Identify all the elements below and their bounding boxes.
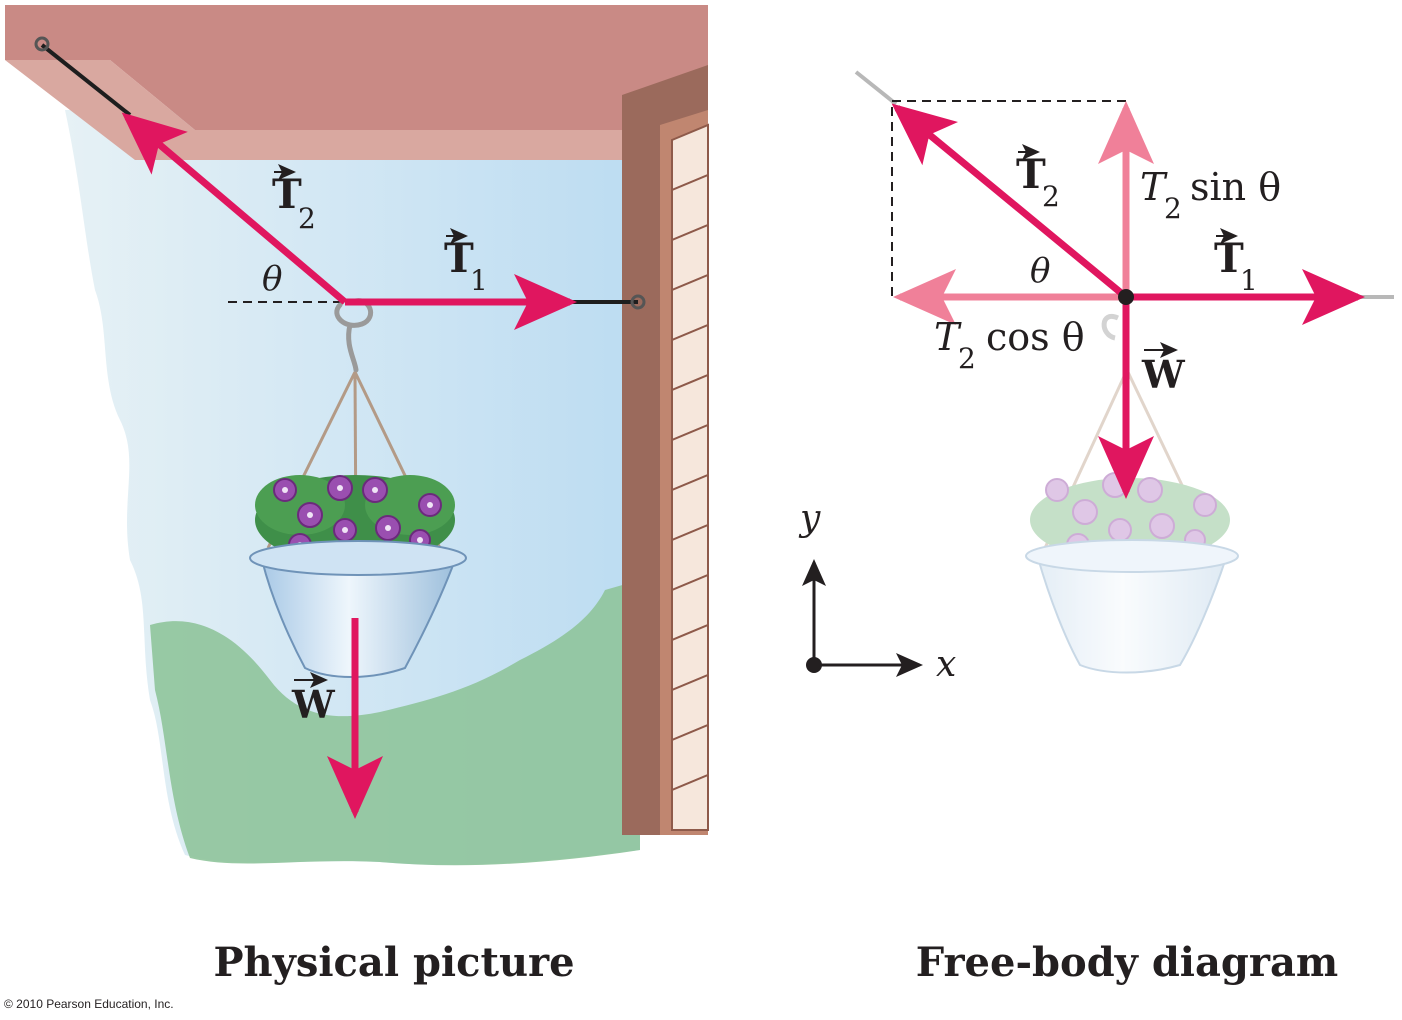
t2-subscript-fbd: 2 (1042, 180, 1060, 213)
t2-cos-symbol: T (934, 315, 962, 359)
t1-subscript-fbd: 1 (1240, 264, 1258, 297)
t2-cos-subscript: 2 (958, 342, 976, 375)
theta-label-fbd: θ (1030, 251, 1050, 291)
label-t2-sin: T 2 sin θ (1140, 165, 1281, 225)
copyright-notice: © 2010 Pearson Education, Inc. (4, 997, 174, 1011)
t2-force-arrow (121, 112, 348, 305)
label-w-fbd: W (1141, 342, 1186, 397)
t2-force-arrow-fbd (891, 103, 1129, 300)
label-t1-left: T 1 (444, 228, 488, 297)
physical-picture-panel: T 2 T 1 θ W (5, 5, 709, 866)
label-t2-cos: T 2 cos θ (934, 315, 1085, 375)
house-wall (622, 65, 709, 835)
grass-shrubs (150, 580, 640, 866)
wall-siding (671, 123, 709, 831)
axis-x-label: x (936, 644, 956, 685)
eye-bolt-wall (630, 294, 646, 310)
component-dashed-box (891, 100, 1126, 297)
t2-cos-text: cos θ (986, 315, 1085, 359)
t2-sin-subscript: 2 (1164, 192, 1182, 225)
faded-basket (1025, 313, 1239, 674)
t1-subscript: 1 (470, 264, 488, 297)
axis-y-label: y (798, 498, 821, 539)
label-t2-fbd: T 2 (1016, 144, 1060, 213)
w-symbol: W (291, 682, 336, 727)
caption-physical-picture: Physical picture (213, 939, 574, 986)
label-t2-left: T 2 (272, 164, 316, 235)
theta-label-left: θ (262, 259, 282, 299)
t2-sin-symbol: T (1140, 165, 1168, 209)
caption-free-body-diagram: Free-body diagram (916, 939, 1338, 986)
eye-bolt-roof (34, 36, 50, 52)
w-symbol-fbd: W (1141, 352, 1186, 397)
t2-subscript: 2 (298, 202, 316, 235)
label-t1-fbd: T 1 (1214, 228, 1258, 297)
t2-sin-text: sin θ (1190, 165, 1281, 209)
coordinate-axes: y x (798, 498, 956, 685)
rope-t2 (40, 43, 132, 117)
faded-hook (1101, 313, 1120, 341)
free-body-diagram-panel: T 2 T 2 sin θ T 1 θ T 2 cos θ W (854, 70, 1394, 674)
fbd-point (1118, 289, 1134, 305)
rope-stub-t2 (854, 70, 898, 106)
label-w-left: W (291, 672, 336, 727)
roof-overhang (5, 5, 708, 130)
